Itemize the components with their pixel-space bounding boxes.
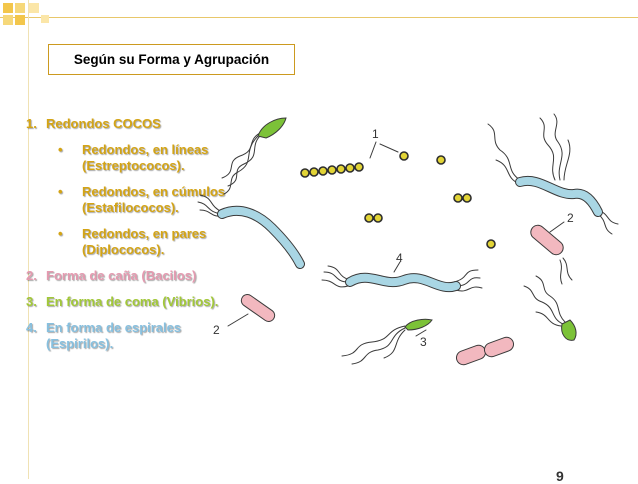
list-item-number: 3.: [26, 294, 37, 309]
list-item-number: 4.: [26, 320, 37, 335]
list-item-number: 1.: [26, 116, 37, 131]
classification-list: 1. Redondos COCOS • Redondos, en líneas …: [26, 116, 236, 362]
list-item-label: En forma de coma (Vibrios).: [46, 294, 219, 309]
list-item-label: Redondos COCOS: [46, 116, 161, 131]
page-title: Según su Forma y Agrupación: [48, 44, 295, 75]
sublist-item-label: Redondos, en líneas (Estreptococos).: [82, 142, 209, 173]
list-item-number: 2.: [26, 268, 37, 283]
label-two-b: 2: [213, 323, 220, 337]
bullet-icon: •: [58, 184, 63, 199]
list-item-label: Forma de caña (Bacilos): [46, 268, 197, 283]
sublist-item-estreptococos: • Redondos, en líneas (Estreptococos).: [46, 142, 236, 174]
label-three: 3: [420, 335, 427, 349]
bullet-icon: •: [58, 142, 63, 157]
bullet-icon: •: [58, 226, 63, 241]
page-number: 9: [556, 468, 564, 484]
bacteria-illustration: 1 2 2 3 4: [197, 113, 619, 366]
decorative-corner-squares: [3, 3, 49, 25]
sublist-item-label: Redondos, en pares (Diplococos).: [82, 226, 207, 257]
label-two-a: 2: [567, 211, 574, 225]
sublist-item-label: Redondos, en cúmulos (Estafilococos).: [82, 184, 226, 215]
list-item-cocos: 1. Redondos COCOS • Redondos, en líneas …: [26, 116, 236, 258]
list-item-espirilos: 4. En forma de espirales (Espirilos).: [26, 320, 236, 352]
list-item-vibrios: 3. En forma de coma (Vibrios).: [26, 294, 236, 310]
label-one: 1: [372, 127, 379, 141]
list-item-bacilos: 2. Forma de caña (Bacilos): [26, 268, 236, 284]
decorative-left-line: [28, 0, 29, 479]
page-title-text: Según su Forma y Agrupación: [73, 52, 270, 67]
sublist-item-diplococos: • Redondos, en pares (Diplococos).: [46, 226, 236, 258]
list-item-label: En forma de espirales (Espirilos).: [46, 320, 182, 351]
decorative-top-line: [0, 17, 638, 18]
label-four: 4: [396, 251, 403, 265]
sublist-item-estafilococos: • Redondos, en cúmulos (Estafilococos).: [46, 184, 236, 216]
